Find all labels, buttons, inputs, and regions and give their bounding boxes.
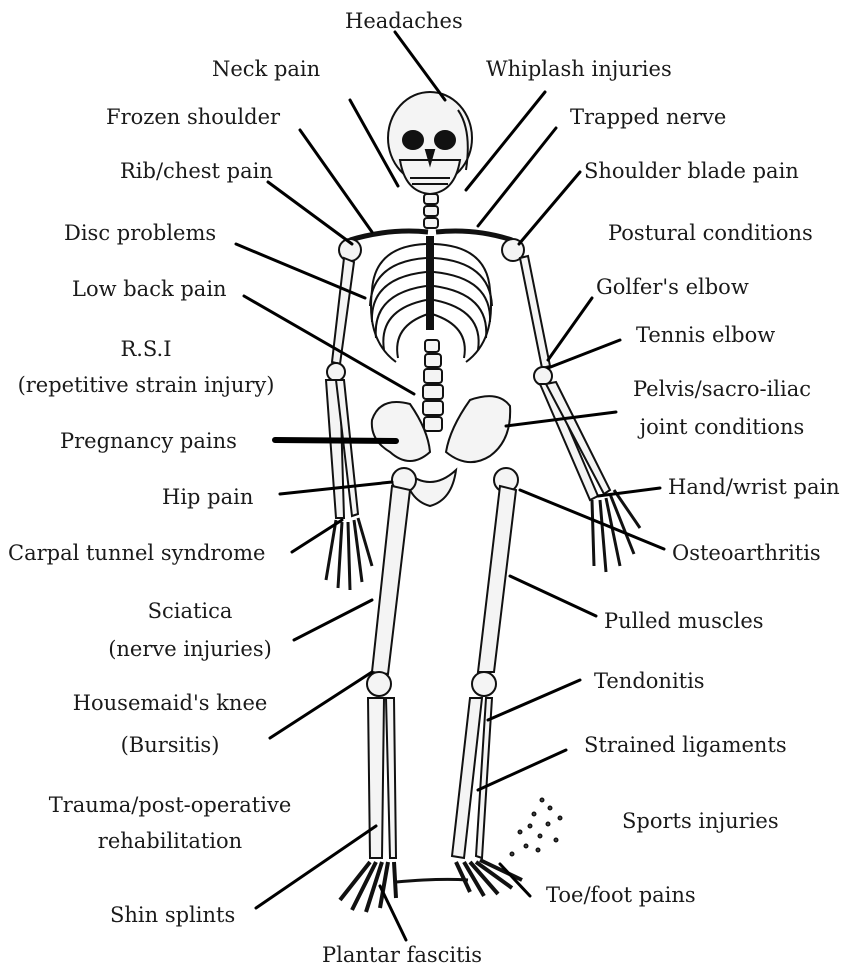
label-pulled-muscles: Pulled muscles [604, 608, 764, 634]
label-pelvis: Pelvis/sacro-iliac [604, 376, 840, 402]
label-disc-problems: Disc problems [64, 220, 216, 246]
label-trapped-nerve: Trapped nerve [570, 104, 726, 130]
label-osteoarthritis: Osteoarthritis [672, 540, 821, 566]
leader-frozen-shoulder [300, 130, 372, 232]
label-shoulder-blade-pain: Shoulder blade pain [584, 158, 799, 184]
label-golfers-elbow: Golfer's elbow [596, 274, 749, 300]
leader-plantar-fasciitis [380, 886, 406, 940]
leader-whiplash [466, 92, 545, 190]
leader-sciatica [294, 600, 372, 640]
label-pelvis-sub: joint conditions [604, 414, 840, 440]
label-strained-ligaments: Strained ligaments [584, 732, 787, 758]
label-headaches: Headaches [345, 8, 463, 34]
label-sciatica-sub: (nerve injuries) [90, 636, 290, 662]
leader-trapped-nerve [478, 128, 556, 226]
label-postural-conditions: Postural conditions [608, 220, 813, 246]
label-trauma: Trauma/post-operative [20, 792, 320, 818]
label-carpal-tunnel: Carpal tunnel syndrome [8, 540, 265, 566]
label-rib-chest-pain: Rib/chest pain [120, 158, 273, 184]
label-rsi: R.S.I [0, 336, 292, 362]
skull [388, 92, 472, 194]
label-housemaids-knee: Housemaid's knee [60, 690, 280, 716]
label-neck-pain: Neck pain [212, 56, 320, 82]
ground-shadow [511, 799, 562, 856]
leader-rib-chest [268, 182, 352, 244]
label-tennis-elbow: Tennis elbow [636, 322, 775, 348]
leader-toe-foot [500, 864, 530, 896]
label-housemaids-knee-sub: (Bursitis) [60, 732, 280, 758]
label-sciatica: Sciatica [90, 598, 290, 624]
leader-headaches [395, 32, 445, 100]
label-sports-injuries: Sports injuries [622, 808, 779, 834]
leader-shoulder-blade [519, 172, 580, 244]
label-hip-pain: Hip pain [162, 484, 253, 510]
leader-housemaid [270, 672, 372, 738]
leader-golfers-elbow [548, 298, 592, 360]
label-hand-wrist-pain: Hand/wrist pain [668, 474, 840, 500]
leader-tendonitis [488, 680, 580, 720]
label-low-back-pain: Low back pain [72, 276, 227, 302]
label-plantar-fasciitis: Plantar fascitis [322, 942, 482, 968]
label-trauma-sub: rehabilitation [20, 828, 320, 854]
label-shin-splints: Shin splints [110, 902, 235, 928]
leader-pregnancy [275, 440, 396, 441]
leader-pulled-muscles [510, 576, 596, 616]
label-tendonitis: Tendonitis [594, 668, 705, 694]
label-pregnancy-pains: Pregnancy pains [60, 428, 237, 454]
label-toe-foot-pains: Toe/foot pains [546, 882, 696, 908]
label-rsi-sub: (repetitive strain injury) [0, 372, 292, 398]
label-frozen-shoulder: Frozen shoulder [106, 104, 280, 130]
leader-strained-ligaments [478, 750, 566, 790]
label-whiplash-injuries: Whiplash injuries [486, 56, 672, 82]
